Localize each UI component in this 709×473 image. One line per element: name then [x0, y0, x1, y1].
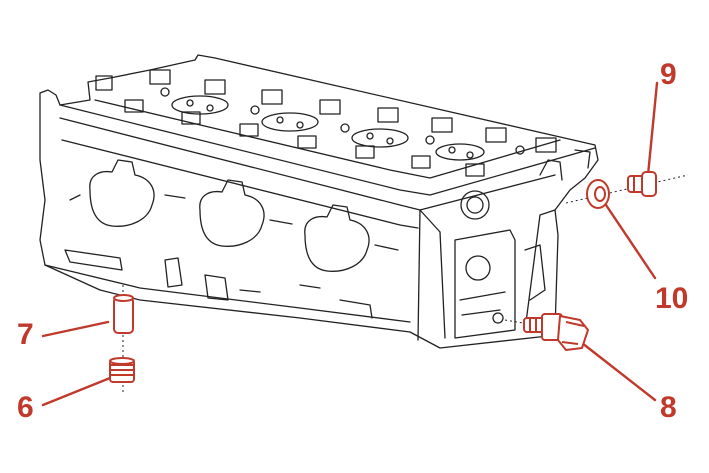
end-face-details: [459, 244, 546, 316]
end-face: [417, 174, 556, 341]
part-8-sensor: [523, 313, 589, 351]
rear-fins: [539, 149, 591, 181]
top-deck-edge: [59, 104, 596, 196]
head-outline: [39, 54, 599, 349]
center-lines: [122, 174, 689, 395]
callout-9: 9: [660, 58, 677, 91]
leader-8: [580, 341, 657, 402]
front-rail: [59, 117, 441, 233]
callout-6: 6: [17, 391, 34, 424]
leader-6: [41, 376, 112, 407]
deck-chambers: [160, 87, 525, 161]
intake-ports: [69, 159, 399, 272]
front-lower-rail: [61, 139, 419, 229]
callout-10: 10: [655, 282, 689, 315]
end-face-port: [465, 255, 491, 281]
end-face-flange: [454, 229, 516, 339]
part-7-dowel-sleeve: [113, 294, 134, 334]
leader-10: [604, 203, 657, 280]
side-lower-details: [64, 249, 373, 319]
deck-inner-line: [94, 99, 561, 179]
cylinder-head-body: [39, 54, 599, 349]
leader-9: [646, 81, 659, 177]
leader-7: [41, 320, 110, 338]
leader-lines: [41, 81, 659, 407]
part-9-plug: [627, 171, 657, 197]
callout-8: 8: [660, 391, 677, 424]
side-bottom-edge: [44, 264, 411, 323]
callout-7: 7: [17, 318, 34, 351]
end-face-boss: [460, 190, 490, 220]
end-face-bolt: [492, 312, 504, 324]
end-face-boss-inner: [466, 196, 484, 214]
part-10-washer: [586, 179, 610, 209]
part-6-threaded-plug: [109, 357, 135, 383]
camshaft-bosses: [95, 69, 557, 177]
